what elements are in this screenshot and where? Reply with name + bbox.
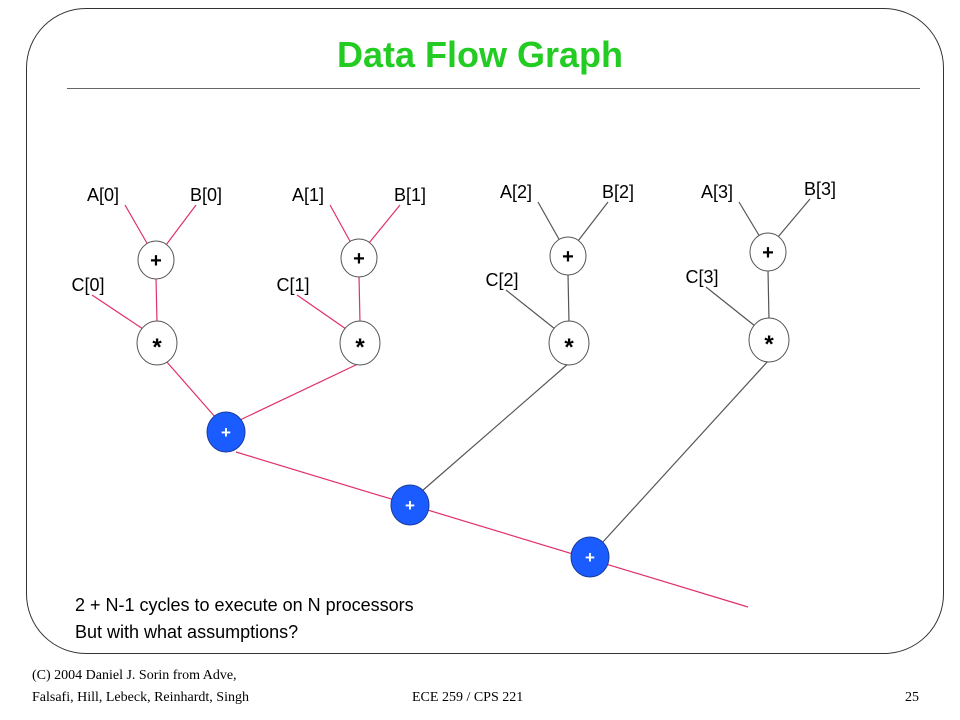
reduction-add-node-0 [206, 411, 246, 453]
edge-b2-to-add [577, 201, 609, 242]
add-node-label-2: + [562, 246, 574, 268]
edge-c0-to-mul [91, 294, 144, 330]
edge-c3-to-mul [705, 286, 756, 327]
add-node-1 [340, 238, 378, 278]
label-a0: A[0] [87, 185, 119, 205]
mul-node-label-1: * [355, 334, 365, 361]
edge-add1-to-mul [358, 275, 361, 324]
edge-add2-to-mul [567, 273, 570, 324]
label-c1: C[1] [276, 275, 309, 295]
slide-title: Data Flow Graph [336, 34, 624, 75]
add-node-label-1: + [353, 248, 365, 270]
label-a3: A[3] [701, 182, 733, 202]
edge-a0-to-add [124, 204, 149, 246]
add-node-2 [549, 236, 587, 276]
edge-mul1-to-reduce0 [239, 362, 361, 421]
edge-mul0-to-reduce0 [165, 360, 217, 419]
edge-mul3-to-reduce2 [601, 359, 770, 544]
reduction-add-label-1: + [405, 496, 415, 515]
mul-node-label-3: * [764, 331, 774, 358]
edge-a2-to-add [537, 201, 561, 242]
note-cycles: 2 + N-1 cycles to execute on N processor… [75, 595, 414, 615]
reduction-add-label-0: + [221, 423, 231, 442]
label-a1: A[1] [292, 185, 324, 205]
note-assumptions: But with what assumptions? [75, 622, 299, 642]
edge-a1-to-add [329, 204, 352, 244]
edge-b0-to-add [165, 204, 197, 246]
edge-c1-to-mul [296, 294, 347, 330]
edge-add3-to-mul [767, 269, 770, 321]
edge-c2-to-mul [505, 289, 556, 330]
add-node-3 [749, 232, 787, 272]
edge-reduction-chain [235, 451, 749, 608]
reduction-add-label-2: + [585, 548, 595, 567]
add-node-label-3: + [762, 242, 774, 264]
label-c3: C[3] [685, 267, 718, 287]
label-c0: C[0] [71, 275, 104, 295]
label-a2: A[2] [500, 182, 532, 202]
footer-credit-line2: Falsafi, Hill, Lebeck, Reinhardt, Singh [32, 690, 249, 705]
edge-b1-to-add [368, 204, 401, 244]
label-b3: B[3] [804, 179, 836, 199]
reduction-add-node-1 [390, 484, 430, 526]
mul-node-2 [548, 320, 590, 366]
footer-credit-line1: (C) 2004 Daniel J. Sorin from Adve, [32, 668, 237, 683]
edge-b3-to-add [777, 198, 811, 238]
label-b0: B[0] [190, 185, 222, 205]
add-node-0 [137, 240, 175, 280]
mul-node-1 [339, 320, 381, 366]
title-rule [67, 88, 920, 89]
mul-node-0 [136, 320, 178, 366]
mul-node-label-2: * [564, 334, 574, 361]
reduction-add-node-2 [570, 536, 610, 578]
slide-frame [26, 8, 944, 654]
mul-node-label-0: * [152, 334, 162, 361]
footer-page-number: 25 [905, 690, 919, 705]
label-c2: C[2] [485, 270, 518, 290]
mul-node-3 [748, 317, 790, 363]
add-node-label-0: + [150, 250, 162, 272]
edge-add0-to-mul [155, 277, 158, 324]
edge-mul2-to-reduce1 [421, 362, 570, 492]
edge-a3-to-add [738, 201, 761, 238]
footer-course: ECE 259 / CPS 221 [412, 690, 524, 705]
label-b2: B[2] [602, 182, 634, 202]
label-b1: B[1] [394, 185, 426, 205]
